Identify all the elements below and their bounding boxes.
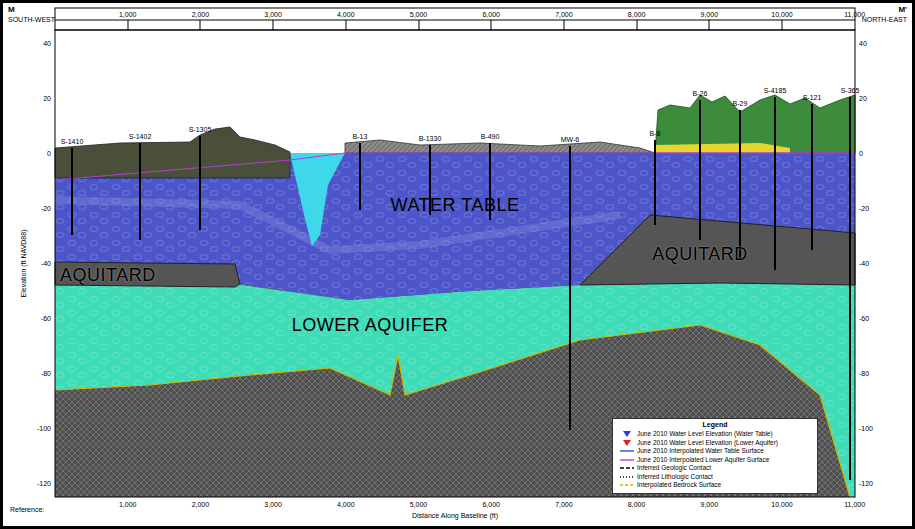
- axis-number: 9,000: [701, 501, 719, 508]
- well-label: S-1305: [189, 126, 212, 133]
- legend-text: Inferred Geologic Contact: [637, 464, 711, 471]
- aquitard-east: [580, 215, 855, 285]
- axis-number: 0: [859, 150, 863, 157]
- axis-number: -120: [859, 480, 873, 487]
- layer-name: AQUITARD: [60, 266, 156, 284]
- ruler-number: 3,000: [264, 11, 282, 18]
- legend-text: June 2010 Interpolated Lower Aquifer Sur…: [637, 456, 769, 463]
- axis-number: 4,000: [337, 501, 355, 508]
- axis-number: 1,000: [119, 501, 137, 508]
- legend-entry: June 2010 Interpolated Lower Aquifer Sur…: [617, 456, 813, 465]
- axis-number: 5,000: [410, 501, 428, 508]
- axis-number: -60: [41, 315, 51, 322]
- legend-box: LegendJune 2010 Water Level Elevation (W…: [612, 418, 818, 494]
- axis-number: 8,000: [628, 501, 646, 508]
- aquitard-west: [55, 262, 240, 287]
- well-label: B-490: [481, 133, 500, 140]
- axis-number: -100: [37, 425, 51, 432]
- sand-lens: [655, 143, 790, 153]
- legend-text: Inferred Lithologic Contact: [637, 473, 713, 480]
- axis-number: 10,000: [771, 501, 792, 508]
- ground-east: [655, 95, 855, 153]
- legend-sample: [619, 447, 635, 455]
- well-label: B-29: [733, 100, 748, 107]
- axis-number: 40: [859, 40, 867, 47]
- axis-number: 20: [859, 95, 867, 102]
- axis-number: -40: [859, 260, 869, 267]
- direction-label: NORTH-EAST: [862, 16, 907, 23]
- section-end-label: M': [898, 6, 907, 14]
- legend-sample: [619, 473, 635, 481]
- ruler-number: 5,000: [410, 11, 428, 18]
- legend-entry: Inferred Geologic Contact: [617, 464, 813, 473]
- well-label: B-26: [693, 90, 708, 97]
- well-label: S-4185: [764, 87, 787, 94]
- well-label: B-8: [650, 130, 661, 137]
- axis-number: 40: [43, 40, 51, 47]
- reference-note: Reference:: [10, 506, 44, 513]
- layer-name: AQUITARD: [652, 245, 748, 263]
- axis-number: 20: [43, 95, 51, 102]
- lower-aquifer: [55, 282, 855, 497]
- axis-number: -40: [41, 260, 51, 267]
- legend-sample: [619, 481, 635, 489]
- section-end-label: M: [8, 6, 15, 14]
- well-label: S-1410: [61, 138, 84, 145]
- axis-number: 11,000: [844, 501, 865, 508]
- axis-title: Distance Along Baseline (ft): [412, 512, 498, 519]
- river-channel: [290, 153, 345, 246]
- legend-title: Legend: [617, 421, 813, 428]
- bedrock: [55, 30, 855, 497]
- axis-number: -80: [859, 370, 869, 377]
- ruler-number: 2,000: [192, 11, 210, 18]
- legend-entry: Interpolated Bedrock Surface: [617, 481, 813, 490]
- ruler-number: 10,000: [771, 11, 792, 18]
- axis-title: Elevation (ft NAVD88): [21, 229, 28, 297]
- layer-name: LOWER AQUIFER: [292, 316, 449, 334]
- ruler-number: 1,000: [119, 11, 137, 18]
- legend-text: June 2010 Water Level Elevation (Water T…: [637, 430, 773, 437]
- ruler-number: 7,000: [555, 11, 573, 18]
- axis-number: 7,000: [555, 501, 573, 508]
- legend-sample: [619, 439, 635, 447]
- axis-number: 0: [47, 150, 51, 157]
- axis-number: 6,000: [482, 501, 500, 508]
- ruler-number: 6,000: [482, 11, 500, 18]
- axis-number: -20: [41, 205, 51, 212]
- well-label: B-1330: [419, 135, 442, 142]
- axis-number: -20: [859, 205, 869, 212]
- ruler-number: 9,000: [701, 11, 719, 18]
- legend-entry: June 2010 Water Level Elevation (Lower A…: [617, 439, 813, 448]
- legend-sample: [619, 464, 635, 472]
- well-label: S-365: [841, 87, 860, 94]
- axis-number: -100: [859, 425, 873, 432]
- ruler-number: 11,000: [844, 11, 865, 18]
- layer-name: WATER TABLE: [391, 196, 520, 214]
- legend-entry: June 2010 Interpolated Water Table Surfa…: [617, 447, 813, 456]
- legend-sample: [619, 430, 635, 438]
- ruler-number: 8,000: [628, 11, 646, 18]
- axis-number: 2,000: [192, 501, 210, 508]
- legend-entry: June 2010 Water Level Elevation (Water T…: [617, 430, 813, 439]
- axis-number: -80: [41, 370, 51, 377]
- legend-text: June 2010 Interpolated Water Table Surfa…: [637, 447, 764, 454]
- legend-entry: Inferred Lithologic Contact: [617, 473, 813, 482]
- legend-sample: [619, 456, 635, 464]
- legend-text: June 2010 Water Level Elevation (Lower A…: [637, 439, 778, 446]
- well-label: B-13: [353, 133, 368, 140]
- ruler-number: 4,000: [337, 11, 355, 18]
- legend-text: Interpolated Bedrock Surface: [637, 481, 721, 488]
- well-label: MW-6: [561, 136, 580, 143]
- ground-middle: [345, 140, 655, 153]
- axis-number: -60: [859, 315, 869, 322]
- well-label: S-1402: [129, 133, 152, 140]
- well-label: S-121: [803, 94, 822, 101]
- axis-number: 3,000: [264, 501, 282, 508]
- axis-number: -120: [37, 480, 51, 487]
- direction-label: SOUTH-WEST: [8, 16, 55, 23]
